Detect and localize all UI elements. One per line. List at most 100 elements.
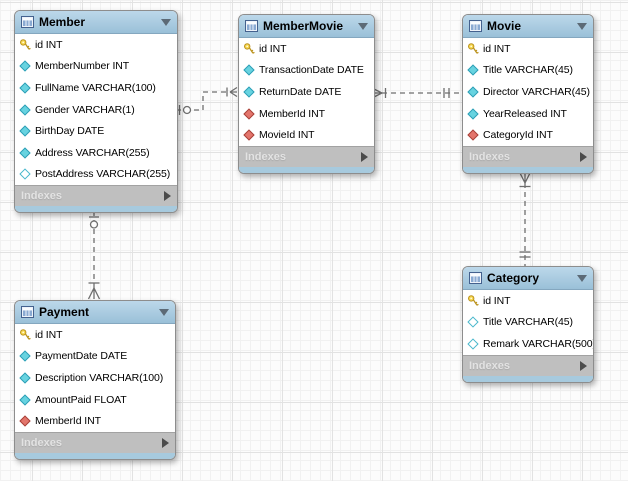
column-notnull-icon [19, 60, 31, 73]
indexes-footer[interactable]: Indexes [15, 431, 175, 453]
table-bottom-strip [15, 452, 175, 459]
relationship-member-membermovie[interactable] [176, 86, 238, 116]
collapse-triangle-icon[interactable] [161, 18, 171, 26]
column-label: Title VARCHAR(45) [483, 64, 573, 77]
table-bottom-strip [463, 375, 593, 382]
column-notnull-icon [19, 103, 31, 116]
table-bottom-strip [463, 166, 593, 173]
indexes-label: Indexes [469, 150, 510, 163]
column-label: id INT [483, 42, 511, 55]
expand-arrow-icon [580, 151, 587, 162]
column-row[interactable]: Description VARCHAR(100) [15, 367, 175, 389]
table-title: Member [39, 15, 86, 29]
column-label: PaymentDate DATE [35, 350, 128, 363]
column-label: id INT [35, 328, 63, 341]
column-notnull-icon [19, 372, 31, 384]
collapse-triangle-icon[interactable] [577, 22, 587, 30]
column-row[interactable]: Gender VARCHAR(1) [15, 98, 177, 121]
column-label: id INT [259, 42, 287, 55]
table-header[interactable]: MemberMovie [239, 15, 374, 38]
column-row[interactable]: ReturnDate DATE [239, 81, 374, 103]
table-icon [469, 20, 482, 32]
column-notnull-icon [19, 393, 31, 406]
table-member: Member id INT MemberNumber INT FullName … [14, 10, 178, 214]
column-row[interactable]: Director VARCHAR(45) [463, 81, 593, 103]
column-label: Title VARCHAR(45) [483, 316, 573, 329]
expand-arrow-icon [164, 191, 171, 202]
indexes-footer[interactable]: Indexes [463, 354, 593, 376]
column-row[interactable]: CategoryId INT [463, 124, 593, 146]
column-label: Director VARCHAR(45) [483, 85, 590, 98]
column-label: FullName VARCHAR(100) [35, 81, 156, 94]
table-movie: Movie id INT Title VARCHAR(45) Director … [462, 14, 594, 174]
relationship-member-payment[interactable] [87, 211, 101, 300]
column-row[interactable]: id INT [239, 38, 374, 60]
column-label: Gender VARCHAR(1) [35, 103, 135, 116]
column-row[interactable]: id INT [463, 290, 593, 312]
column-row[interactable]: MemberNumber INT [15, 55, 177, 78]
foreign-key-icon [19, 415, 31, 427]
primary-key-icon [19, 328, 31, 341]
indexes-label: Indexes [21, 190, 62, 203]
column-row[interactable]: PaymentDate DATE [15, 345, 175, 368]
column-label: MovieId INT [259, 129, 315, 142]
table-header[interactable]: Member [15, 11, 177, 34]
column-row[interactable]: Address VARCHAR(255) [15, 141, 177, 164]
table-icon [469, 272, 482, 284]
column-notnull-icon [243, 86, 255, 98]
table-header[interactable]: Movie [463, 15, 593, 38]
indexes-footer[interactable]: Indexes [15, 185, 177, 207]
column-notnull-icon [19, 147, 31, 159]
indexes-footer[interactable]: Indexes [239, 145, 374, 167]
foreign-key-icon [467, 129, 479, 141]
relationship-membermovie-movie[interactable] [372, 87, 462, 99]
table-membermovie: MemberMovie id INT TransactionDate DATE … [238, 14, 375, 174]
column-notnull-icon [19, 350, 31, 363]
table-bottom-strip [239, 166, 374, 173]
column-label: Address VARCHAR(255) [35, 146, 150, 159]
column-row[interactable]: MemberId INT [15, 410, 175, 432]
indexes-label: Indexes [245, 150, 286, 163]
collapse-triangle-icon[interactable] [577, 274, 587, 282]
column-row[interactable]: id INT [463, 38, 593, 60]
column-label: id INT [35, 38, 63, 51]
column-label: MemberId INT [35, 415, 101, 428]
crow-foot-icon [87, 287, 101, 300]
column-row[interactable]: Remark VARCHAR(500) [463, 333, 593, 355]
column-row[interactable]: MovieId INT [239, 124, 374, 146]
column-label: AmountPaid FLOAT [35, 393, 127, 406]
column-label: BirthDay DATE [35, 125, 105, 138]
column-nullable-icon [467, 338, 479, 350]
indexes-footer[interactable]: Indexes [463, 145, 593, 167]
column-row[interactable]: MemberId INT [239, 102, 374, 125]
column-row[interactable]: Title VARCHAR(45) [463, 311, 593, 334]
column-row[interactable]: TransactionDate DATE [239, 59, 374, 82]
column-row[interactable]: FullName VARCHAR(100) [15, 77, 177, 99]
table-title: MemberMovie [263, 19, 344, 33]
column-row[interactable]: id INT [15, 324, 175, 346]
table-header[interactable]: Category [463, 267, 593, 290]
table-title: Payment [39, 305, 90, 319]
column-row[interactable]: BirthDay DATE [15, 120, 177, 142]
column-row[interactable]: AmountPaid FLOAT [15, 388, 175, 411]
table-icon [21, 306, 34, 318]
relationship-movie-category[interactable] [519, 172, 531, 266]
column-row[interactable]: id INT [15, 34, 177, 56]
table-category: Category id INT Title VARCHAR(45) Remark… [462, 266, 594, 383]
column-row[interactable]: PostAddress VARCHAR(255) [15, 163, 177, 186]
primary-key-icon [243, 42, 255, 55]
column-row[interactable]: YearReleased INT [463, 102, 593, 125]
indexes-label: Indexes [469, 359, 510, 372]
column-nullable-icon [19, 168, 31, 181]
table-title: Movie [487, 19, 522, 33]
crow-foot-icon [229, 86, 238, 98]
column-notnull-icon [243, 64, 255, 77]
collapse-triangle-icon[interactable] [159, 308, 169, 316]
foreign-key-icon [243, 129, 255, 141]
column-label: MemberId INT [259, 107, 325, 120]
table-header[interactable]: Payment [15, 301, 175, 324]
primary-key-icon [467, 294, 479, 307]
column-row[interactable]: Title VARCHAR(45) [463, 59, 593, 82]
collapse-triangle-icon[interactable] [358, 22, 368, 30]
